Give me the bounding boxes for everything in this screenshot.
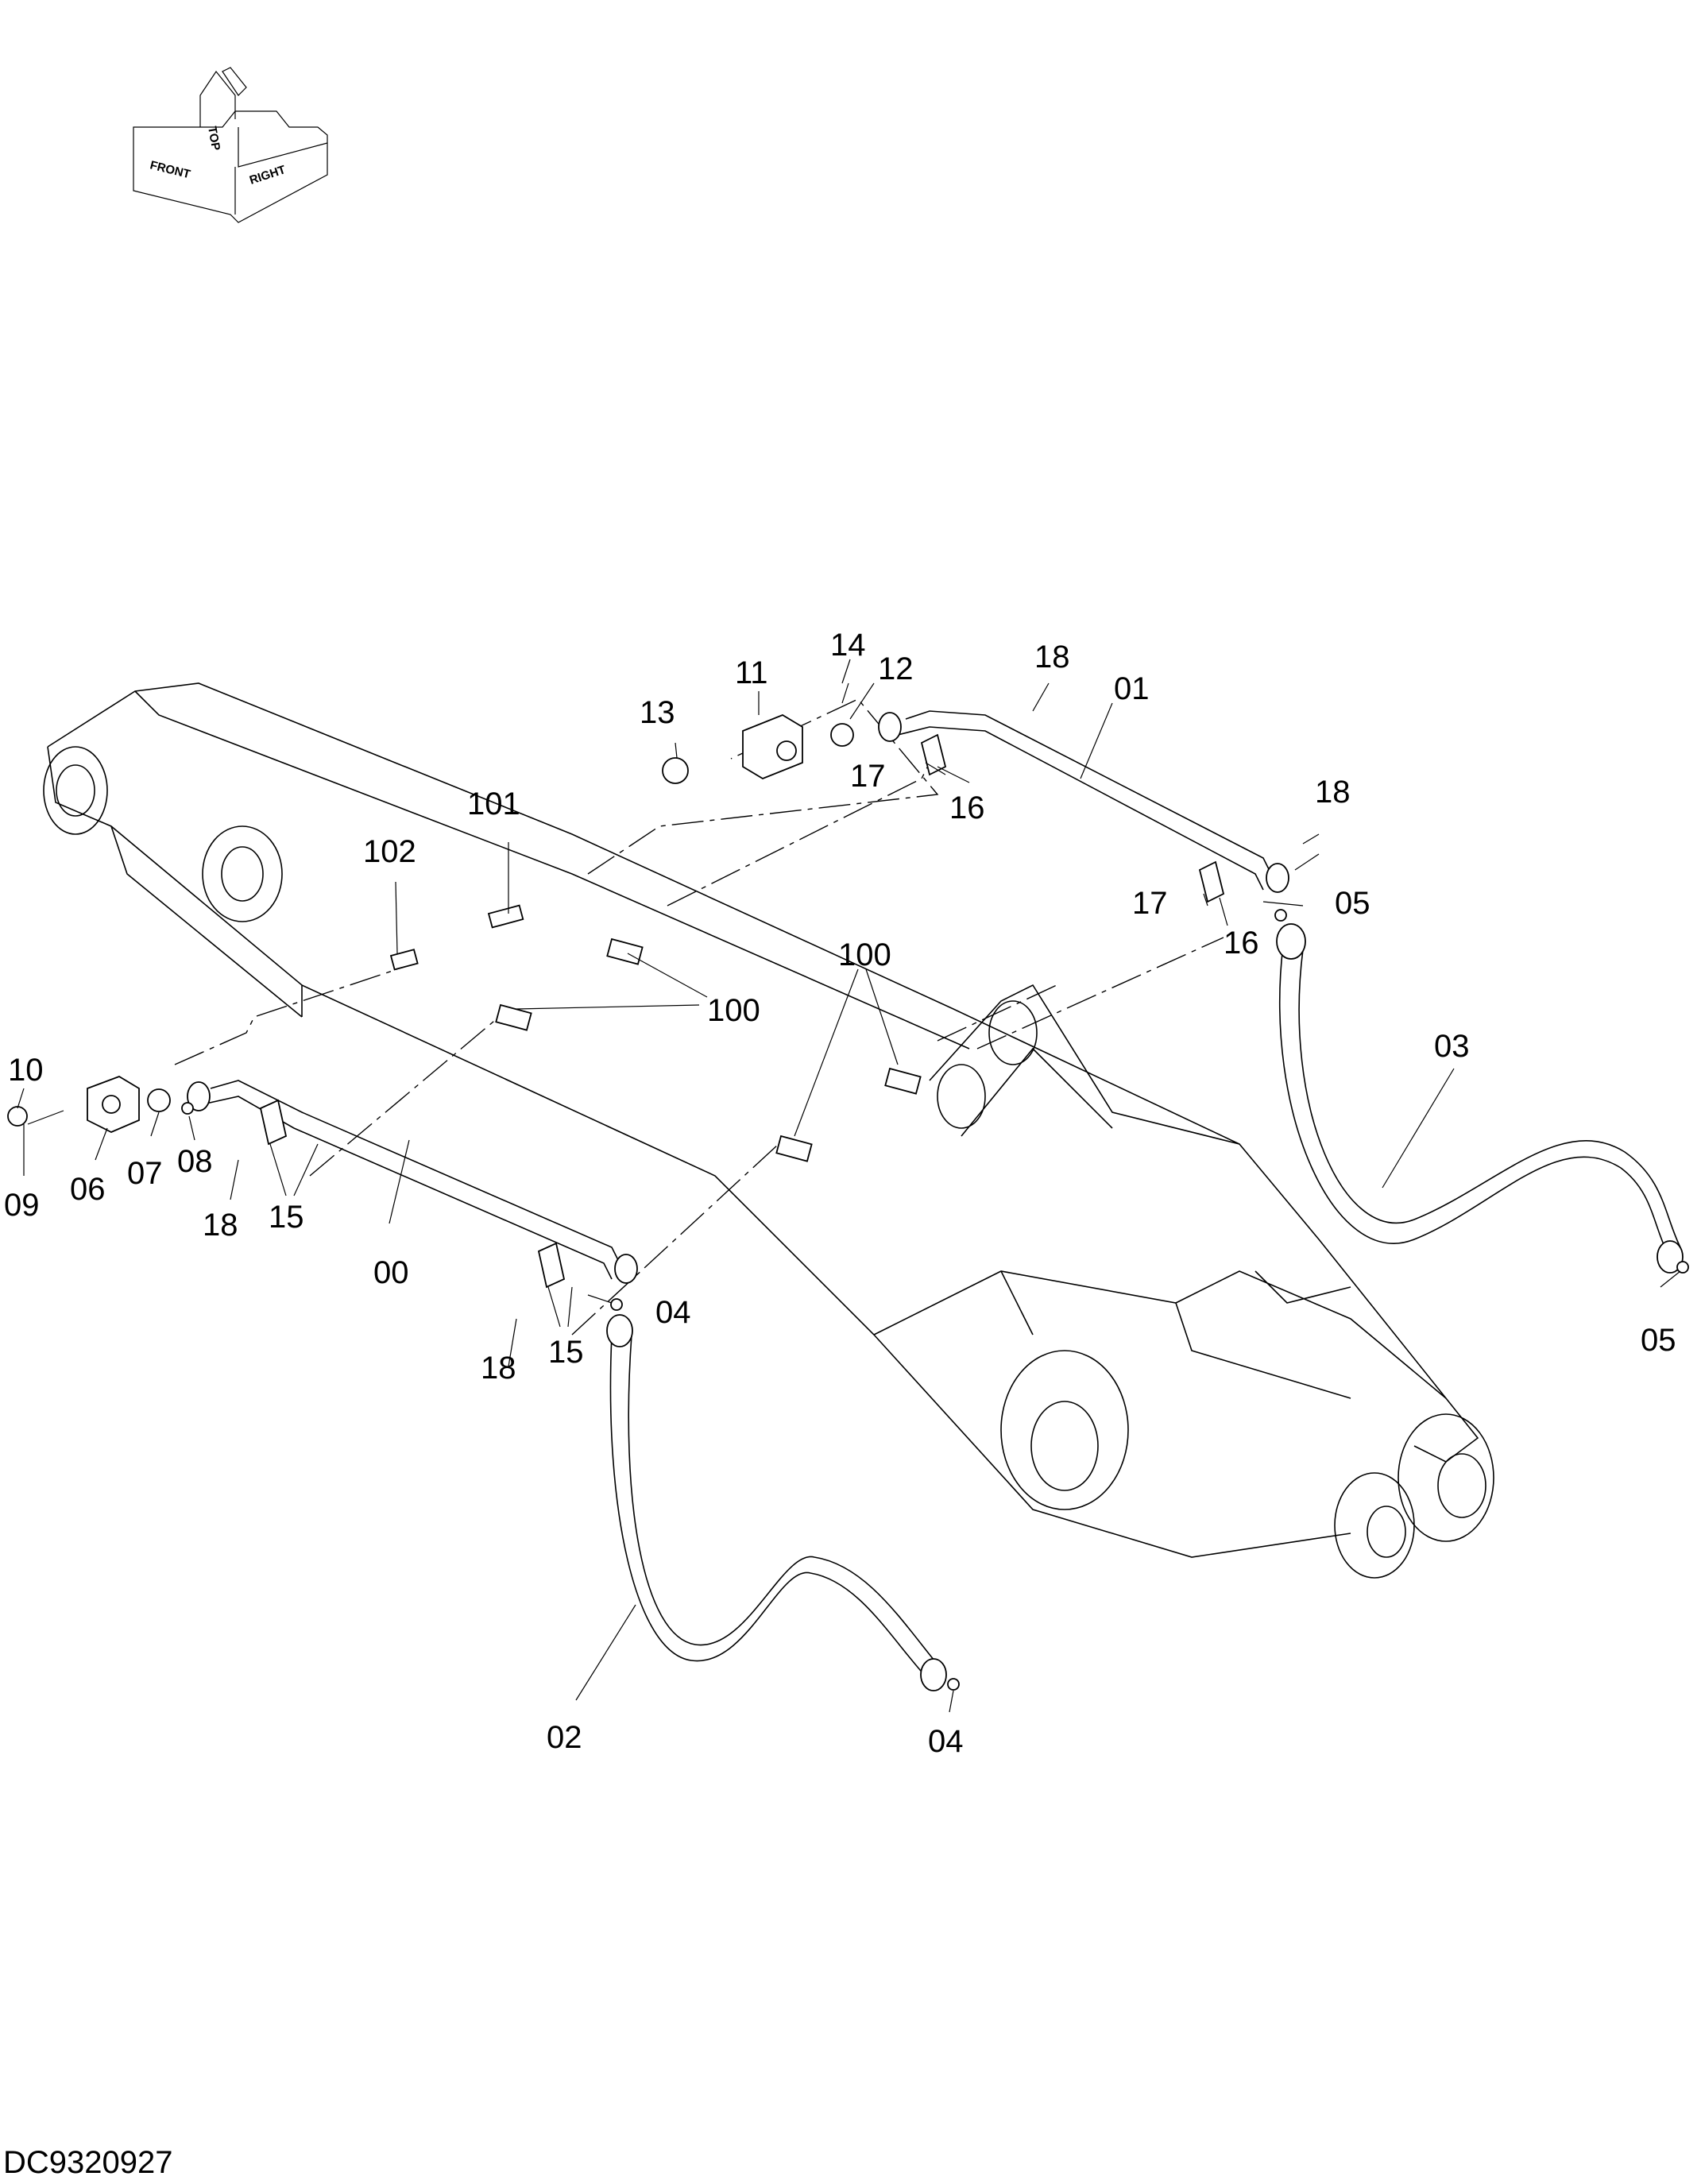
callouts: 01 18 14 12 11 13 17 16 18 17 05 16 101 … <box>4 628 1676 1759</box>
callout-15-left: 15 <box>269 1200 304 1235</box>
callout-14: 14 <box>830 628 866 663</box>
callout-18-left: 18 <box>203 1208 238 1243</box>
hose-03 <box>1276 923 1684 1274</box>
orientation-front-label: FRONT <box>149 158 191 181</box>
callout-05-top: 05 <box>1335 886 1370 921</box>
callout-15-right: 15 <box>548 1335 584 1370</box>
hose-02 <box>606 1314 947 1691</box>
callout-13: 13 <box>640 695 675 730</box>
callout-06: 06 <box>70 1172 106 1207</box>
callout-17-left: 17 <box>850 759 886 794</box>
callout-100-right: 100 <box>838 937 891 972</box>
drawing-code: DC9320927 <box>3 2145 173 2180</box>
callout-12: 12 <box>878 651 914 686</box>
callout-16-right: 16 <box>1224 926 1259 961</box>
callout-04-top: 04 <box>655 1295 691 1330</box>
small-parts <box>7 682 1689 1691</box>
leader-lines <box>17 659 1681 1713</box>
callout-18-top: 18 <box>1034 640 1070 675</box>
callout-16-left: 16 <box>949 790 985 825</box>
pipe-00 <box>187 1080 638 1284</box>
callout-11: 11 <box>735 655 768 690</box>
callout-101: 101 <box>467 787 520 821</box>
callout-01: 01 <box>1114 671 1150 706</box>
callout-18-right: 18 <box>1315 775 1351 810</box>
callout-02: 02 <box>547 1720 582 1755</box>
callout-00: 00 <box>373 1255 409 1290</box>
callout-102: 102 <box>363 834 416 869</box>
orientation-right-label: RIGHT <box>248 163 288 187</box>
callout-04-bottom: 04 <box>928 1724 964 1759</box>
callout-18-bottom: 18 <box>481 1351 516 1386</box>
callout-08: 08 <box>177 1144 213 1179</box>
callout-03: 03 <box>1434 1029 1470 1064</box>
callout-09: 09 <box>4 1188 40 1223</box>
callout-10: 10 <box>8 1053 44 1088</box>
callout-05-bottom: 05 <box>1641 1323 1676 1358</box>
orientation-top-label: TOP <box>205 126 222 152</box>
callout-17-right: 17 <box>1132 886 1168 921</box>
boom-body <box>43 682 1494 1579</box>
callout-100-left: 100 <box>707 993 760 1028</box>
pipe-01 <box>878 710 1289 893</box>
callout-07: 07 <box>127 1156 163 1191</box>
center-lines <box>174 698 1224 1336</box>
orientation-indicator: FRONT RIGHT TOP <box>133 67 328 223</box>
